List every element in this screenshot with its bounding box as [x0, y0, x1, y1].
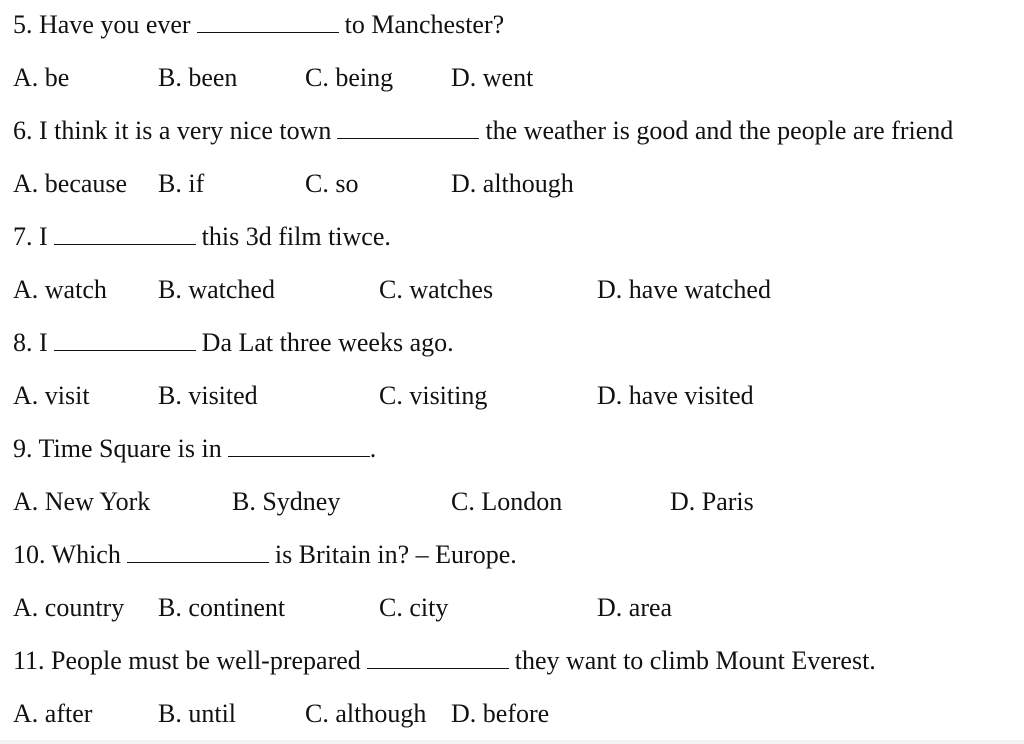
question-5-option-b: B. been: [158, 63, 238, 92]
question-8-blank: [53, 330, 196, 351]
question-11-options: A. after B. until C. although D. before: [0, 699, 1024, 729]
question-11-blank: [366, 648, 509, 669]
question-9-option-a: A. New York: [13, 487, 151, 516]
question-9-option-b: B. Sydney: [232, 487, 341, 516]
question-9-stem-before: 9. Time Square is in: [13, 434, 222, 463]
question-8: 8. I Da Lat three weeks ago.: [13, 328, 454, 358]
question-8-stem-before: 8. I: [13, 328, 48, 357]
question-8-option-a: A. visit: [13, 381, 90, 410]
question-5-stem-after: to Manchester?: [344, 10, 505, 39]
question-6-stem-after: the weather is good and the people are f…: [485, 116, 954, 145]
question-7: 7. I this 3d film tiwce.: [13, 222, 391, 252]
question-8-stem-after: Da Lat three weeks ago.: [201, 328, 454, 357]
question-7-option-a: A. watch: [13, 275, 107, 304]
question-10-option-b: B. continent: [158, 593, 286, 622]
question-5-stem-before: 5. Have you ever: [13, 10, 191, 39]
question-7-options: A. watch B. watched C. watches D. have w…: [0, 275, 1024, 305]
question-6-options: A. because B. if C. so D. although: [0, 169, 1024, 199]
page-bottom-edge: [0, 740, 1024, 744]
question-8-options: A. visit B. visited C. visiting D. have …: [0, 381, 1024, 411]
question-11-option-c: C. although: [305, 699, 427, 728]
question-10-stem-after: is Britain in? – Europe.: [274, 540, 517, 569]
question-8-option-d: D. have visited: [597, 381, 754, 410]
question-8-option-b: B. visited: [158, 381, 258, 410]
question-7-option-b: B. watched: [158, 275, 275, 304]
question-6-blank: [337, 118, 480, 139]
question-5: 5. Have you ever to Manchester?: [13, 10, 504, 40]
question-6-option-a: A. because: [13, 169, 128, 198]
question-10-blank: [126, 542, 269, 563]
question-11-option-a: A. after: [13, 699, 93, 728]
question-10-option-c: C. city: [379, 593, 449, 622]
question-9-option-d: D. Paris: [670, 487, 754, 516]
question-5-option-c: C. being: [305, 63, 394, 92]
question-11-stem-before: 11. People must be well-prepared: [13, 646, 361, 675]
question-6-stem-before: 6. I think it is a very nice town: [13, 116, 332, 145]
question-6-option-d: D. although: [451, 169, 574, 198]
question-10-stem-before: 10. Which: [13, 540, 121, 569]
question-10-option-d: D. area: [597, 593, 673, 622]
question-9-stem-after: .: [369, 434, 377, 463]
question-5-blank: [196, 12, 339, 33]
question-6: 6. I think it is a very nice town the wea…: [13, 116, 953, 146]
question-5-option-a: A. be: [13, 63, 70, 92]
question-5-options: A. be B. been C. being D. went: [0, 63, 1024, 93]
question-6-option-c: C. so: [305, 169, 359, 198]
question-7-stem-after: this 3d film tiwce.: [201, 222, 391, 251]
question-7-option-d: D. have watched: [597, 275, 771, 304]
question-5-option-d: D. went: [451, 63, 534, 92]
question-7-option-c: C. watches: [379, 275, 494, 304]
question-9: 9. Time Square is in.: [13, 434, 376, 464]
question-6-option-b: B. if: [158, 169, 205, 198]
question-10-option-a: A. country: [13, 593, 125, 622]
question-9-option-c: C. London: [451, 487, 563, 516]
question-11-option-d: D. before: [451, 699, 550, 728]
question-10: 10. Which is Britain in? – Europe.: [13, 540, 517, 570]
question-9-options: A. New York B. Sydney C. London D. Paris: [0, 487, 1024, 517]
question-11-stem-after: they want to climb Mount Everest.: [514, 646, 876, 675]
question-9-blank: [227, 436, 370, 457]
question-10-options: A. country B. continent C. city D. area: [0, 593, 1024, 623]
question-8-option-c: C. visiting: [379, 381, 488, 410]
question-11: 11. People must be well-prepared they wan…: [13, 646, 876, 676]
question-7-blank: [53, 224, 196, 245]
question-7-stem-before: 7. I: [13, 222, 48, 251]
question-11-option-b: B. until: [158, 699, 237, 728]
